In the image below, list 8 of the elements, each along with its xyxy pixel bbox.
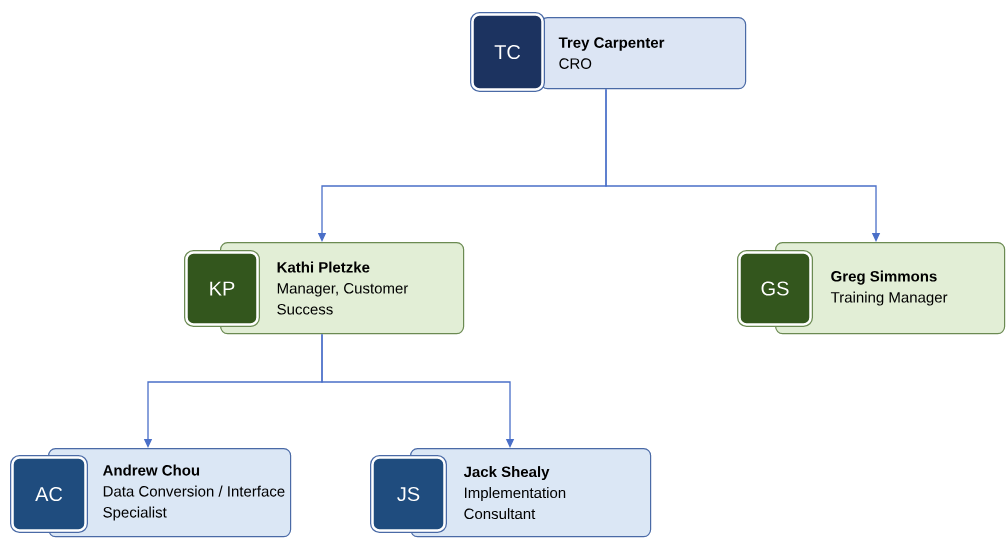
initials-badge: AC [10,455,88,533]
initials-badge: JS [370,455,447,533]
initials-badge: TC [470,12,545,92]
connector-arrow [321,333,515,448]
initials-badge: GS [737,250,813,327]
connector-arrow [605,88,881,242]
person-card: Trey Carpenter CRO [540,17,747,90]
initials-badge: KP [184,250,260,327]
